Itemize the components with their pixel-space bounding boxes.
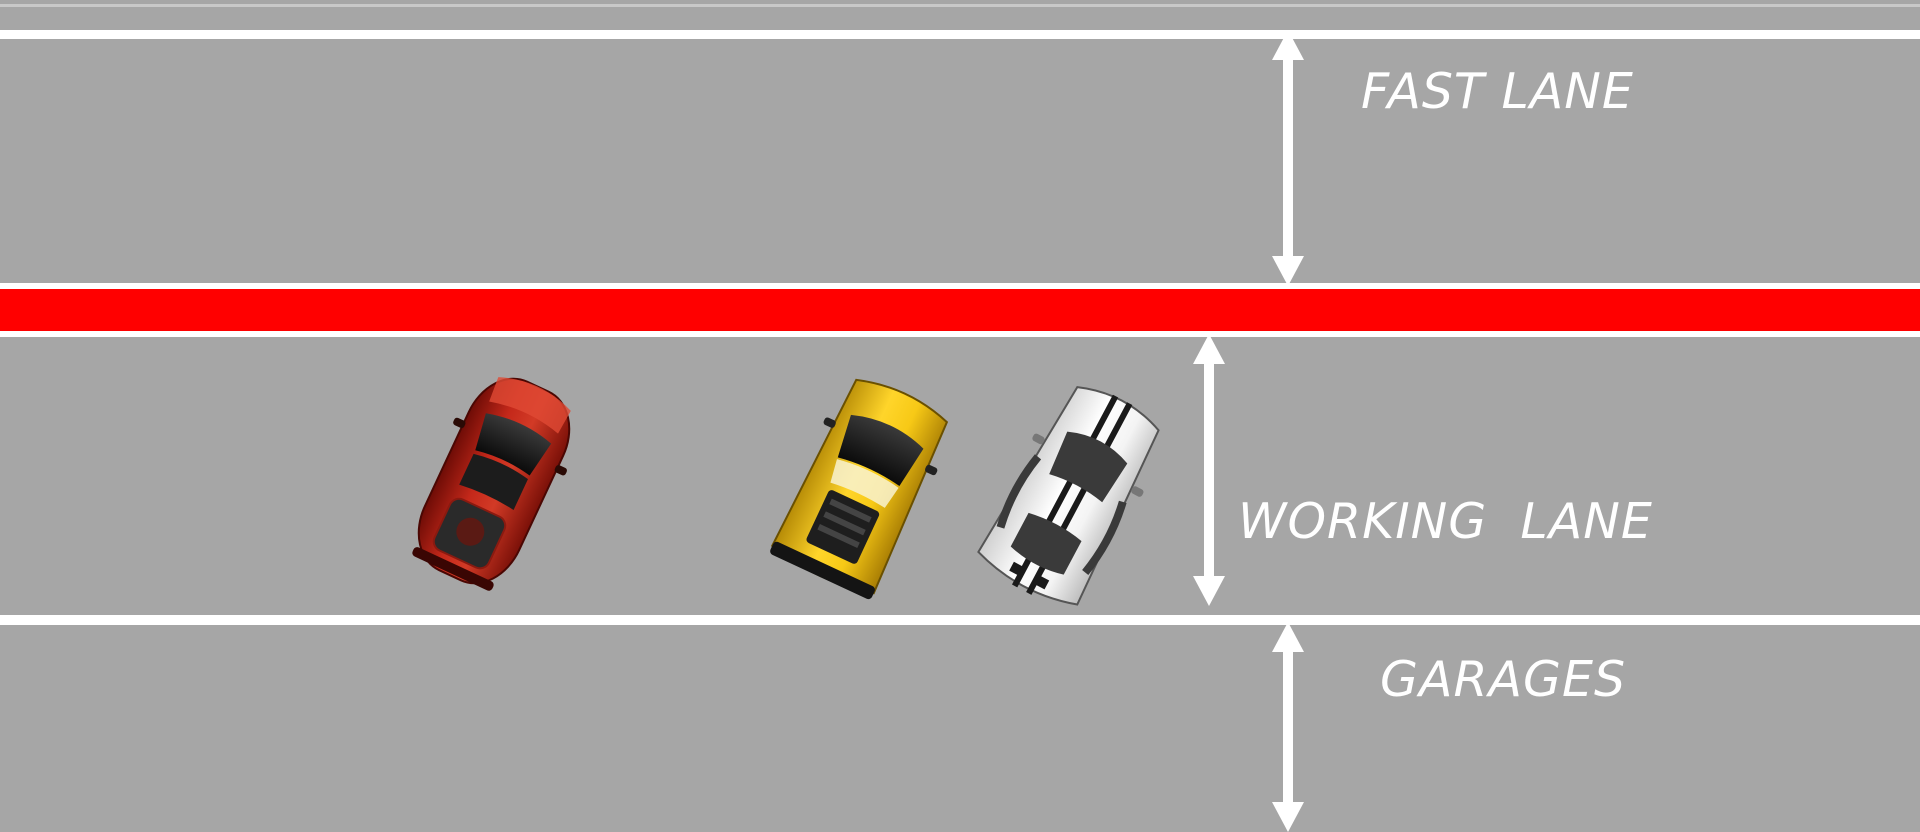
yellow-car-icon bbox=[763, 368, 961, 603]
white-car-icon bbox=[967, 371, 1177, 619]
garages-label: GARAGES bbox=[1380, 655, 1626, 704]
working-lane-label: WORKING LANE bbox=[1238, 497, 1653, 546]
working-lane-arrow-icon bbox=[1193, 334, 1225, 606]
fast-lane-arrow-icon bbox=[1272, 30, 1304, 286]
garages-arrow-icon bbox=[1272, 622, 1304, 832]
red-car-icon bbox=[394, 361, 594, 602]
fast-lane-label: FAST LANE bbox=[1361, 67, 1634, 116]
